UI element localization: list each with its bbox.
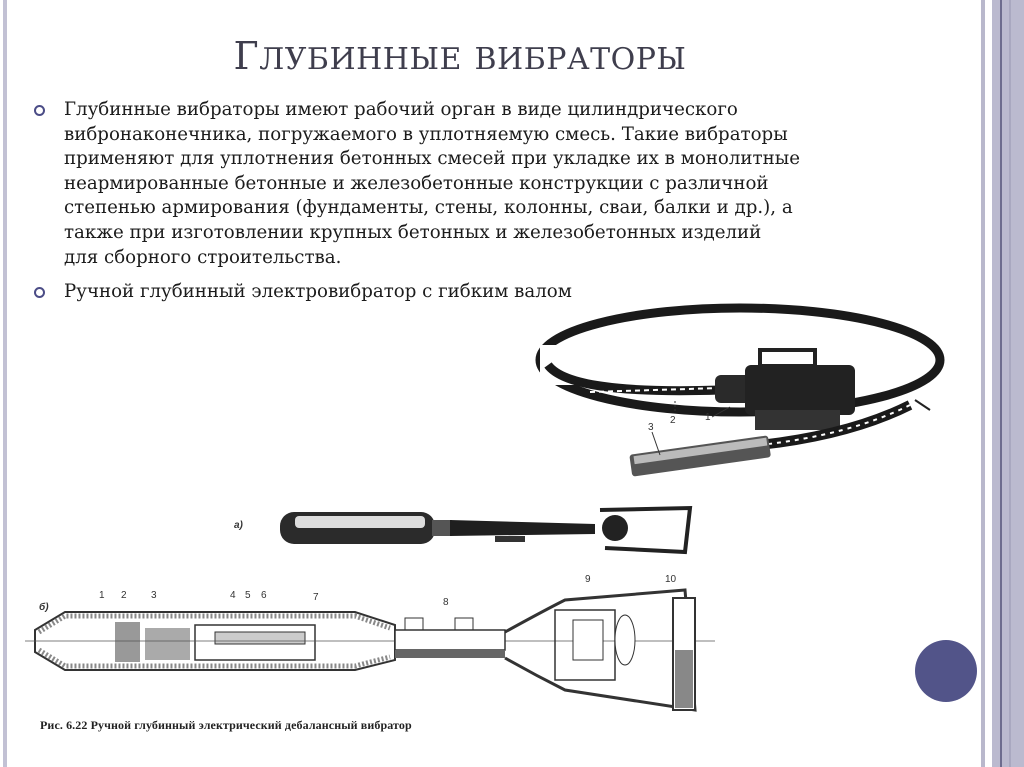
part-label: 9 (585, 574, 591, 585)
part-label: 8 (443, 597, 449, 608)
decorative-circle (915, 640, 977, 702)
flexible-shaft-vibrator-image: 3 2 1 (535, 303, 945, 477)
bullet-line: Ручной глубинный электровибратор с гибки… (64, 281, 572, 303)
slide-title: Глубинные вибраторы (233, 34, 687, 78)
part-label: 5 (245, 590, 251, 601)
bullet-line: вибронаконечника, погружаемого в уплотня… (64, 123, 788, 145)
part-label: 3 (648, 422, 654, 433)
part-label: 10 (665, 574, 677, 585)
view-a-label: а) (234, 520, 244, 531)
bullet-list: Глубинные вибраторы имеют рабочий орган … (34, 98, 954, 315)
part-label: 1 (705, 412, 711, 423)
bullet-line: степенью армирования (фундаменты, стены,… (64, 197, 793, 219)
part-label: 3 (151, 590, 157, 601)
bullet-item-hand-vibrator: Ручной глубинный электровибратор с гибки… (34, 280, 954, 305)
part-label: 2 (670, 415, 676, 426)
bullet-line: Глубинные вибраторы имеют рабочий орган … (64, 99, 738, 120)
vibrator-section-view-b-image: б) 1 2 3 4 5 6 7 8 9 10 (25, 574, 715, 712)
part-label: 6 (261, 590, 267, 601)
part-label: 1 (99, 590, 105, 601)
bullet-item-description: Глубинные вибраторы имеют рабочий орган … (34, 98, 954, 270)
left-border-decoration (3, 0, 7, 767)
vibrator-view-a-image: а) (234, 505, 693, 555)
figure-caption: Рис. 6.22 Ручной глубинный электрический… (40, 718, 412, 732)
part-label: 4 (230, 590, 236, 601)
bullet-circle-icon (34, 287, 45, 299)
bullet-line: применяют для уплотнения бетонных смесей… (64, 148, 800, 170)
bullet-line: также при изготовлении крупных бетонных … (64, 221, 762, 243)
part-label: 7 (313, 592, 319, 603)
bullet-line: неармированные бетонные и железобетонные… (64, 172, 769, 194)
right-border-decoration (980, 0, 1024, 767)
part-label: 2 (121, 590, 127, 601)
bullet-circle-icon (34, 105, 45, 116)
bullet-line: для сборного строительства. (64, 246, 342, 268)
view-b-label: б) (39, 601, 49, 613)
